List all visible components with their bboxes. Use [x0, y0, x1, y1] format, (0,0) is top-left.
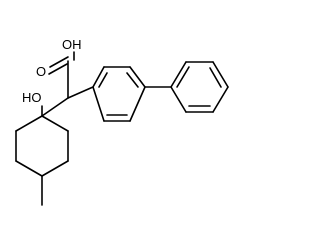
bond-phenyl2-1-inner [176, 66, 190, 88]
bond-cyclohexane-4 [15, 160, 43, 177]
bond-phenyl1-3-inner [126, 72, 139, 88]
bond-cooh-c-o-double-a [48, 63, 68, 75]
bond-phenyl2-4 [212, 86, 229, 113]
bond-phenyl2-3 [212, 61, 229, 88]
bond-phenyl2-6 [170, 86, 187, 113]
bond-alpha-aryl [67, 86, 94, 99]
bond-phenyl2-1 [170, 61, 187, 88]
bond-phenyl1-3 [129, 66, 146, 88]
bond-phenyl1-4 [129, 86, 146, 122]
bond-alpha-cyclohexyl [41, 97, 69, 117]
bond-phenyl2-3-inner [209, 67, 222, 88]
bond-phenyl1-6 [92, 86, 105, 122]
bond-phenyl1-1-inner [98, 72, 108, 88]
bond-cyclohexane-6 [15, 115, 43, 132]
acid-hydroxyl-label: OH [62, 37, 82, 52]
bond-cyclohexane-3 [41, 160, 69, 177]
bond-cooh-c-o-double-b [49, 56, 69, 68]
carbonyl-oxygen-label: O [36, 64, 46, 79]
chemical-structure: OH O HO [15, 37, 229, 206]
bond-phenyl1-1 [92, 66, 105, 88]
ring-hydroxyl-label: HO [22, 90, 42, 105]
bond-cyclohexane-1 [41, 115, 69, 132]
